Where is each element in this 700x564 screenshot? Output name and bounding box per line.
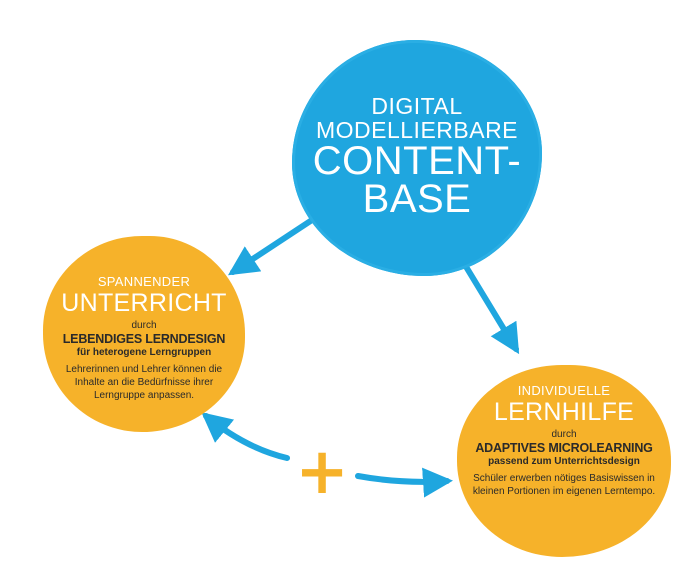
lernhilfe-text: INDIVIDUELLE LERNHILFE durch ADAPTIVES M…: [467, 383, 661, 498]
lernhilfe-title: LERNHILFE: [493, 398, 635, 426]
unterricht-kicker: SPANNENDER: [97, 274, 191, 289]
content-base-line-2: MODELLIERBARE: [315, 117, 519, 143]
arrow-content-to-unterricht: [227, 215, 318, 276]
unterricht-text: SPANNENDER UNTERRICHT durch LEBENDIGES L…: [53, 274, 235, 402]
unterricht-connector: durch: [131, 320, 157, 331]
arrow-lernhilfe-to-unterricht: [201, 412, 290, 461]
lernhilfe-kicker: INDIVIDUELLE: [517, 383, 611, 398]
unterricht-node: SPANNENDER UNTERRICHT durch LEBENDIGES L…: [43, 236, 245, 432]
content-base-line-1: DIGITAL: [371, 93, 463, 119]
lernhilfe-node: INDIVIDUELLE LERNHILFE durch ADAPTIVES M…: [457, 365, 671, 557]
arrow-content-to-lernhilfe: [462, 262, 520, 355]
unterricht-method-sub: für heterogene Lerngruppen: [76, 347, 212, 358]
content-base-line-3: CONTENT-: [312, 139, 522, 183]
content-base-title: DIGITAL MODELLIERBARE CONTENT- BASE: [292, 93, 542, 221]
lernhilfe-description: Schüler erwerben nötiges Basiswissen in …: [472, 473, 656, 497]
arrow-unterricht-to-lernhilfe: [355, 467, 453, 498]
unterricht-title: UNTERRICHT: [61, 289, 227, 317]
lernhilfe-method: ADAPTIVES MICROLEARNING: [475, 441, 653, 455]
lernhilfe-method-sub: passend zum Unterrichtsdesign: [488, 456, 640, 467]
content-base-node: DIGITAL MODELLIERBARE CONTENT- BASE: [292, 40, 542, 276]
unterricht-description: Lehrerinnen und Lehrer können die Inhalt…: [65, 364, 223, 401]
plus-sign: +: [295, 435, 349, 509]
content-base-line-4: BASE: [362, 177, 472, 221]
unterricht-method: LEBENDIGES LERNDESIGN: [62, 332, 226, 346]
lernhilfe-connector: durch: [551, 429, 577, 440]
